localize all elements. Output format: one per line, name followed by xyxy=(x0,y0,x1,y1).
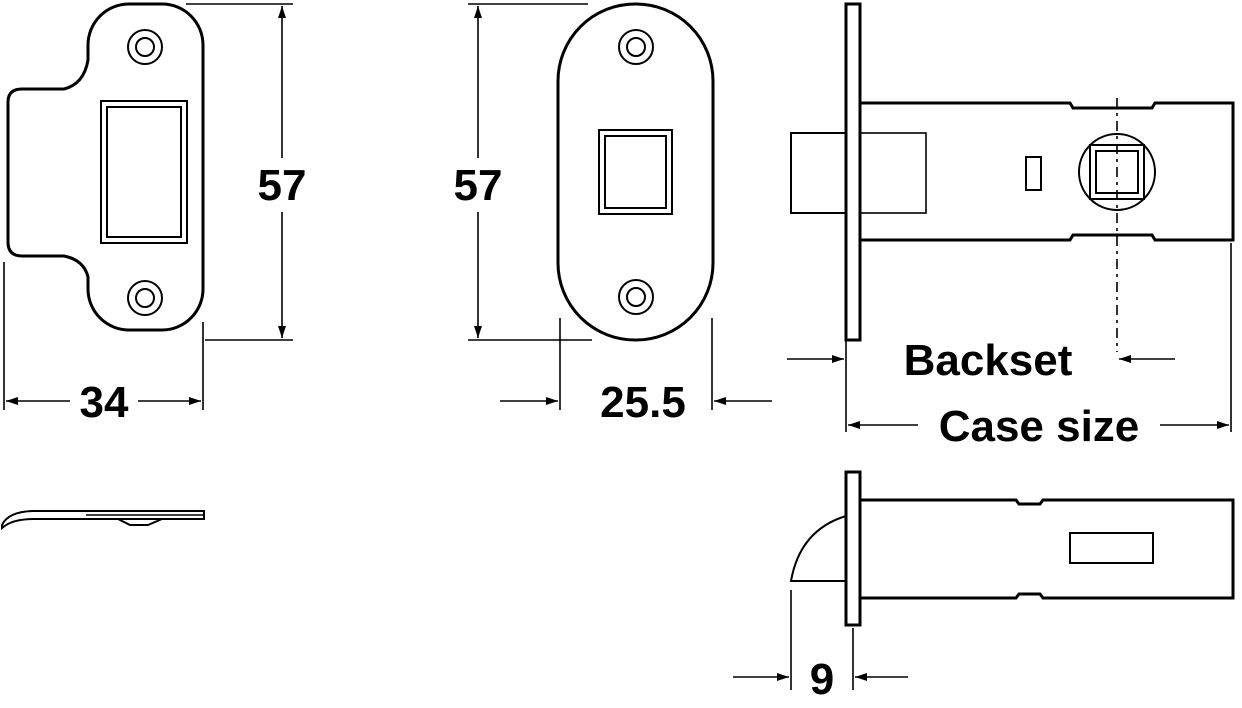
strike-b-outer-cutout xyxy=(598,129,673,215)
strike-a-width-label: 34 xyxy=(80,378,129,427)
backset-dimension: Backset xyxy=(787,336,1175,432)
latch-body-side-view xyxy=(789,470,1235,627)
case-size-label: Case size xyxy=(939,402,1140,451)
strike-a-height-dimension: 57 xyxy=(186,3,307,341)
latch-side-bevelled-bolt xyxy=(789,515,847,582)
strike-a-top-screw-hole xyxy=(127,29,163,65)
case-size-dimension: Case size xyxy=(848,243,1232,451)
strike-b-width-label: 25.5 xyxy=(600,378,686,427)
bolt-projection-label: 9 xyxy=(810,655,834,704)
latch-side-forend-plate xyxy=(844,470,862,627)
latch-bolt-tail xyxy=(859,132,927,214)
strike-a-outer-cutout xyxy=(100,100,188,244)
backset-label: Backset xyxy=(904,336,1073,385)
latch-body-top-view xyxy=(790,2,1235,352)
bolt-projection-dimension: 9 xyxy=(733,590,908,704)
latch-side-case-outline xyxy=(860,498,1235,600)
strike-a-height-label: 57 xyxy=(258,161,307,210)
rounded-strike-plate xyxy=(556,2,715,342)
strike-b-width-dimension: 25.5 xyxy=(500,318,772,427)
strike-b-bottom-screw-hole xyxy=(618,279,654,315)
strike-a-width-dimension: 34 xyxy=(3,262,204,427)
strike-b-top-screw-hole xyxy=(618,29,654,65)
latch-forend-plate xyxy=(844,2,862,342)
flanged-strike-side-profile xyxy=(1,510,205,531)
latch-case-outline xyxy=(860,101,1235,242)
strike-a-inner-cutout xyxy=(106,106,182,238)
strike-b-height-label: 57 xyxy=(454,161,503,210)
latch-bolt-head xyxy=(790,132,847,214)
latch-follower-ring xyxy=(1078,133,1156,211)
rounded-strike-plate-outline xyxy=(556,2,715,342)
strike-a-bottom-screw-hole xyxy=(127,280,163,316)
strike-b-height-dimension: 57 xyxy=(454,3,592,341)
flanged-strike-plate-outline xyxy=(6,2,205,332)
latch-slot xyxy=(1025,156,1042,191)
flanged-strike-plate xyxy=(6,2,205,332)
strike-b-inner-cutout xyxy=(604,135,667,209)
latch-side-slot xyxy=(1069,532,1154,564)
